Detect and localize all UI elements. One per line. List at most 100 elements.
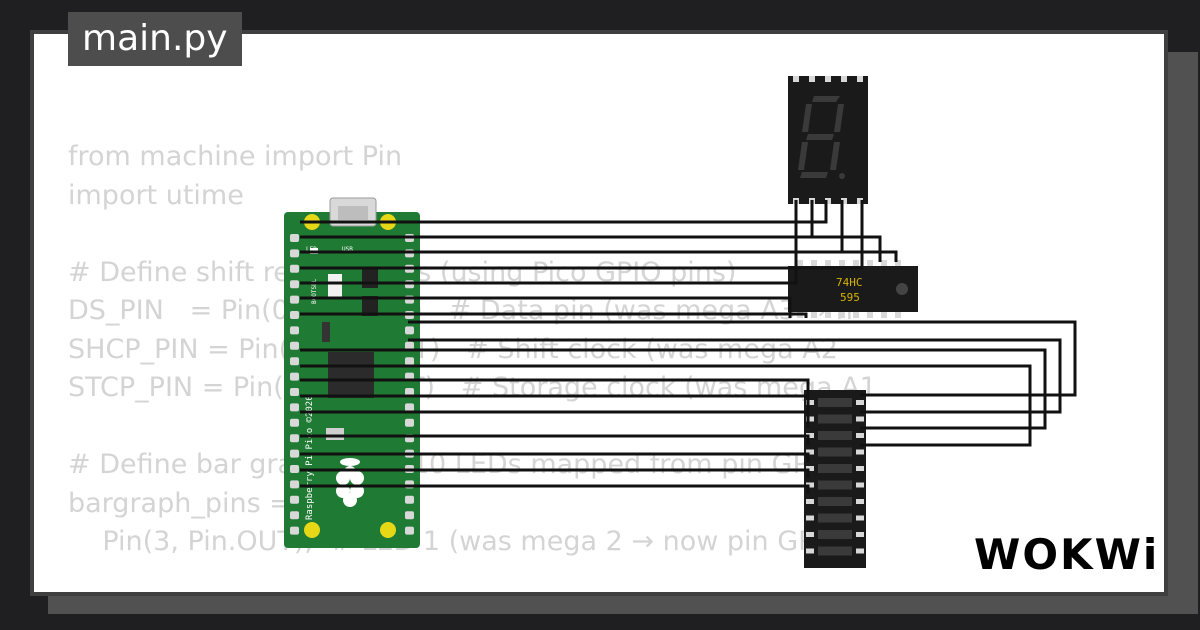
bar-pin-right [856,499,864,504]
wire [300,378,810,395]
bar-pin-right [856,433,864,438]
led-bar-graph[interactable] [804,390,866,568]
usb-label: USB [342,246,353,253]
pico-pin-right [405,357,414,366]
bar-segment [818,447,852,457]
pico-pin-left [290,495,299,504]
sr-pin-bottom [881,312,887,318]
wire [408,250,898,262]
wokwi-logo: WOKWi [974,530,1159,580]
sr-pin-bottom [853,312,859,318]
bar-segment [818,431,852,440]
pico-pin-left [290,326,299,335]
wokwi-logo-text: WOKWi [974,530,1160,579]
wire [300,410,810,428]
wire [300,452,810,462]
seg-pin-top [857,76,863,82]
wire [300,468,810,478]
bar-segment [818,530,852,539]
board-name-label: Raspberry Pi Pico ©2020 [305,395,315,520]
pico-pin-left [290,449,299,458]
bar-segment [818,414,852,424]
pico-pin-right [405,341,414,350]
pico-pin-left [290,249,299,258]
seg-pin-bottom [857,198,863,204]
bootsel-label: BOOTSEL [311,278,318,304]
wire [300,200,798,285]
pico-pin-left [290,526,299,535]
seg-pin-top [793,76,799,82]
chip-small-1 [362,268,378,288]
sr-pin-bottom [839,312,845,318]
wire [300,348,1047,430]
bar-segment [818,480,852,490]
usb-port-icon [338,206,368,220]
bar-pin-right [856,515,864,521]
chip-small-3 [322,322,330,342]
pico-pin-right [405,418,414,427]
sr-pin-top [895,260,901,266]
shift-register-label-top: 74HC [836,276,863,289]
led-label: LED [306,246,317,253]
pico-pin-right [405,526,414,535]
wire [408,235,882,262]
bar-segment [818,464,852,473]
wire [300,200,828,224]
pico-pin-left [290,480,299,489]
pico-pin-right [405,511,414,520]
bar-pin-left [806,416,814,422]
bootsel-button[interactable] [328,274,342,298]
wire [300,296,792,318]
bar-pin-right [856,532,864,537]
wire [300,312,808,318]
mount-hole-bl [304,522,320,538]
sr-pin-top [811,260,817,266]
bar-pin-right [856,466,864,471]
pico-pin-right [405,495,414,504]
debug-pad [326,428,344,440]
seg-pin-bottom [825,198,831,204]
code-line: import utime [68,179,244,211]
seg-pin-top [825,76,831,82]
sr-pin-bottom [811,312,817,318]
bar-segment [818,513,852,523]
shift-register-label-bottom: 595 [840,291,860,304]
sr-pin-top [853,260,859,266]
pico-pin-left [290,311,299,319]
pico-pin-left [290,280,299,289]
mount-hole-br [380,522,396,538]
sr-pin-bottom [895,312,901,318]
pico-pin-left [290,465,299,473]
wire [408,338,1062,414]
seg-pin-bottom [841,198,847,204]
wires[interactable] [300,200,1077,494]
sr-pin-top [881,260,887,266]
bar-pin-left [806,466,814,471]
wire [408,320,1077,397]
sr-pin-top [825,260,831,266]
shift-register-chip[interactable]: 74HC 595 [788,260,918,318]
bar-pin-left [806,400,814,405]
pico-pin-left [290,341,299,350]
seven-segment-display[interactable] [788,76,868,204]
bar-pin-right [856,416,864,422]
seg-pin-top [841,76,847,82]
bar-segment [818,497,852,506]
bar-graph-segments [806,398,864,556]
seg-pin-top [809,76,815,82]
bar-pin-right [856,548,864,554]
bar-pin-right [856,449,864,455]
pico-pin-right [405,326,414,335]
wire [300,364,1032,447]
file-tab[interactable]: main.py [68,12,242,66]
bar-pin-left [806,548,814,554]
chip-small-2 [362,296,378,316]
bar-pin-left [806,499,814,504]
raspberry-logo-icon [336,458,364,507]
sr-pin-top [839,260,845,266]
bar-pin-left [806,515,814,521]
sr-pin-bottom [825,312,831,318]
bar-pin-left [806,449,814,455]
pico-pin-left [290,418,299,427]
